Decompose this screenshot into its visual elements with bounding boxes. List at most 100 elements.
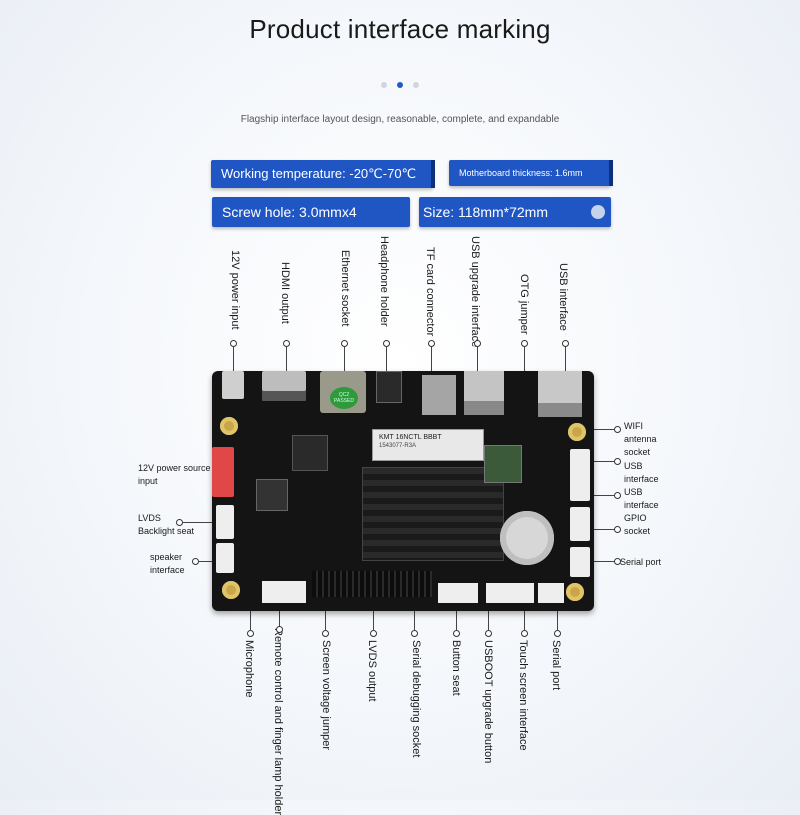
label-speaker-interface: speaker interface xyxy=(150,552,185,575)
leader-line xyxy=(590,561,614,562)
ethernet-port: QC2 PASSED xyxy=(320,371,366,413)
rtc-battery xyxy=(500,511,554,565)
leader-line xyxy=(590,529,614,530)
screw-hole xyxy=(568,423,586,441)
label-serial-port-right: Serial port xyxy=(620,557,662,567)
leader-line xyxy=(431,347,432,372)
leader-line xyxy=(233,347,234,377)
leader-line xyxy=(250,600,251,630)
leader-line xyxy=(477,347,478,372)
leader-line xyxy=(286,347,287,372)
heatsink xyxy=(362,467,504,561)
label-usboot-upgrade-button: USBOOT upgrade button xyxy=(482,640,494,764)
marker xyxy=(370,630,377,637)
working-temperature-text: Working temperature: -20℃-70℃ xyxy=(221,166,417,181)
label-otg-jumper: OTG jumper xyxy=(518,274,530,335)
speaker-connector xyxy=(216,543,234,573)
label-tf-card-connector: TF card connector xyxy=(424,247,436,337)
screw-hole xyxy=(222,581,240,599)
leader-line xyxy=(557,605,558,630)
gpio-header xyxy=(570,507,590,541)
chip-label: KMT 16NCTL BBBT 1543077-R3A xyxy=(372,429,484,461)
label-wifi-antenna-socket: WIFI antenna socket xyxy=(624,421,657,457)
leader-line xyxy=(183,522,220,523)
qc-sticker: QC2 PASSED xyxy=(330,387,358,409)
power-source-connector xyxy=(212,447,234,497)
leader-line xyxy=(524,605,525,630)
remote-connector xyxy=(262,581,306,603)
power-jack xyxy=(222,371,244,399)
leader-line xyxy=(524,347,525,377)
hdmi-port xyxy=(262,371,306,401)
lvds-header xyxy=(312,571,432,597)
marker xyxy=(322,630,329,637)
screw-hole xyxy=(566,583,584,601)
marker xyxy=(485,630,492,637)
backlight-connector xyxy=(216,505,234,539)
marker xyxy=(230,340,237,347)
carousel-dots xyxy=(0,82,800,88)
usb-port xyxy=(538,371,582,417)
carousel-dot-active[interactable] xyxy=(397,82,403,88)
label-gpio-socket: GPIO socket xyxy=(624,513,651,536)
banner-accent xyxy=(609,160,613,186)
badge-icon xyxy=(591,205,605,219)
qc-text: QC2 PASSED xyxy=(334,392,354,404)
inductor xyxy=(256,479,288,511)
marker xyxy=(276,626,283,633)
subtitle: Flagship interface layout design, reason… xyxy=(240,114,560,125)
marker xyxy=(614,492,621,499)
label-lvds-output: LVDS output xyxy=(366,640,378,702)
working-temperature-banner: Working temperature: -20℃-70℃ xyxy=(211,160,435,188)
marker xyxy=(247,630,254,637)
label-ethernet-socket: Ethernet socket xyxy=(339,250,351,327)
label-touch-screen-interface: Touch screen interface xyxy=(517,640,529,751)
leader-line xyxy=(199,561,221,562)
label-button-seat: Button seat xyxy=(450,640,462,696)
marker xyxy=(614,426,621,433)
marker xyxy=(562,340,569,347)
size-banner: Size: 118mm*72mm xyxy=(419,197,611,227)
page-title: Product interface marking xyxy=(249,14,551,44)
screw-hole-banner: Screw hole: 3.0mmx4 xyxy=(212,197,410,227)
leader-line xyxy=(590,461,614,462)
marker xyxy=(614,558,621,565)
label-hdmi-output: HDMI output xyxy=(279,262,291,324)
marker xyxy=(176,519,183,526)
touch-connector xyxy=(486,583,534,603)
marker xyxy=(614,458,621,465)
marker xyxy=(554,630,561,637)
screw-hole-text: Screw hole: 3.0mmx4 xyxy=(222,204,357,220)
label-12v-power-input: 12V power input xyxy=(229,250,241,330)
serial-connector-bottom xyxy=(538,583,564,603)
carousel-dot[interactable] xyxy=(381,82,387,88)
label-usb-interface-2: USB interface xyxy=(624,487,659,510)
marker xyxy=(341,340,348,347)
size-text: Size: 118mm*72mm xyxy=(423,204,549,220)
tf-card-slot xyxy=(422,375,456,415)
marker xyxy=(428,340,435,347)
wifi-module xyxy=(484,445,522,483)
leader-line xyxy=(456,605,457,630)
label-usb-interface-1: USB interface xyxy=(624,461,659,484)
marker xyxy=(474,340,481,347)
headphone-jack xyxy=(376,371,402,403)
carousel-dot[interactable] xyxy=(413,82,419,88)
leader-line xyxy=(590,495,614,496)
label-usb-upgrade-interface: USB upgrade interface xyxy=(469,236,481,348)
marker xyxy=(453,630,460,637)
label-lvds-backlight-seat: LVDS Backlight seat xyxy=(138,513,195,536)
thickness-banner: Motherboard thickness: 1.6mm xyxy=(449,160,613,186)
serial-header xyxy=(570,547,590,577)
banner-accent xyxy=(431,160,435,188)
label-screen-voltage-jumper: Screen voltage jumper xyxy=(320,640,332,751)
marker xyxy=(383,340,390,347)
screw-hole xyxy=(220,417,238,435)
motherboard: QC2 PASSED KMT 16NCTL BBBT 1543077-R3A xyxy=(212,371,594,611)
ic-chip xyxy=(292,435,328,471)
leader-line xyxy=(565,347,566,372)
marker xyxy=(521,340,528,347)
leader-line xyxy=(373,600,374,630)
button-connector xyxy=(438,583,478,603)
label-serial-port-bottom: Serial port xyxy=(550,640,562,691)
